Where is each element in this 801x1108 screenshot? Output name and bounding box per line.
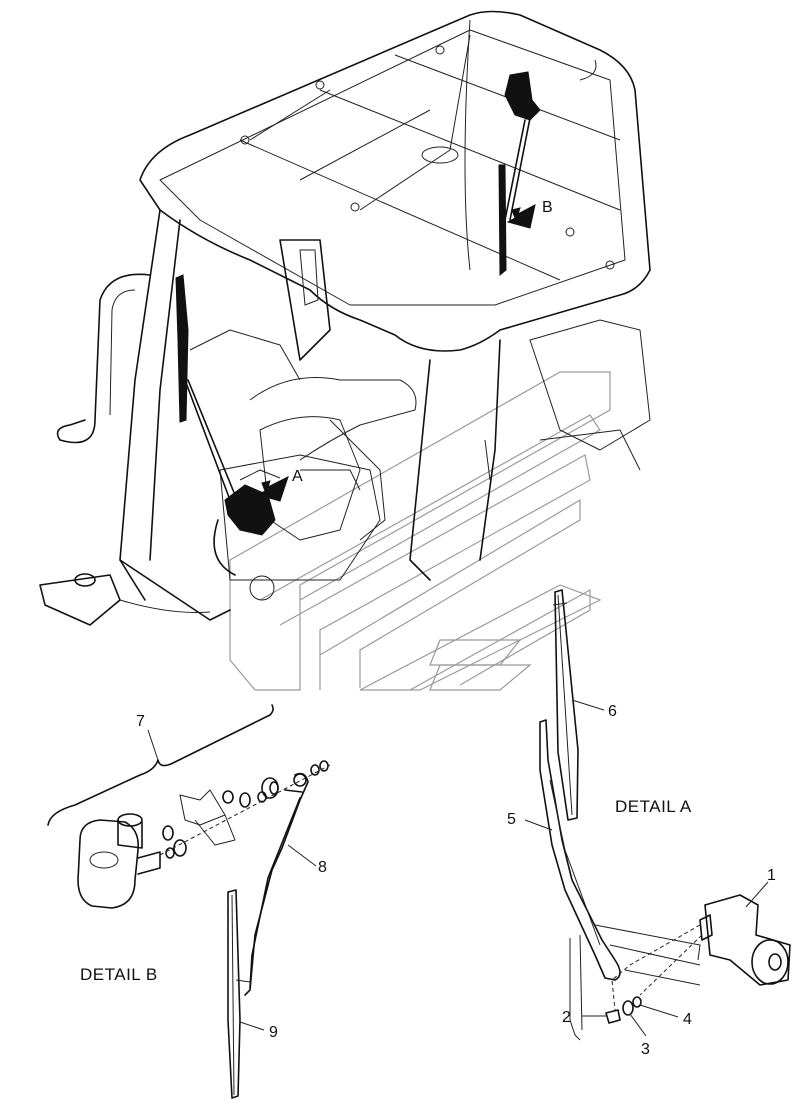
detail-a-assembly (539, 589, 791, 1041)
callout-1: 1 (767, 867, 776, 884)
cab-illustration (39, 10, 651, 626)
view-label-b: B (542, 199, 553, 216)
callout-7: 7 (136, 713, 145, 730)
callout-9: 9 (269, 1024, 278, 1041)
rear-wiper-motor (77, 813, 161, 909)
rear-wiper-arm (244, 772, 309, 996)
front-wiper-blade (552, 589, 579, 821)
front-wiper-arm (539, 719, 621, 981)
detail-b-title: DETAIL B (80, 965, 158, 984)
view-label-a: A (292, 468, 303, 485)
front-wiper-motor (611, 894, 791, 1011)
callout-8: 8 (318, 859, 327, 876)
view-arrow-b (506, 204, 536, 229)
detail-b-assembly (47, 704, 331, 1099)
callout-3: 3 (641, 1041, 650, 1058)
watermark-logo (229, 371, 611, 691)
callout-5: 5 (507, 811, 516, 828)
detail-a-title: DETAIL A (615, 797, 692, 816)
leader-lines (239, 699, 769, 1037)
callout-2: 2 (562, 1009, 571, 1026)
callout-4: 4 (683, 1011, 692, 1028)
front-hardware (605, 996, 642, 1024)
callout-6: 6 (608, 703, 617, 720)
rear-wiper-blade (227, 889, 251, 1099)
view-arrow-a (256, 476, 289, 502)
rear-hardware-stack (159, 760, 331, 859)
